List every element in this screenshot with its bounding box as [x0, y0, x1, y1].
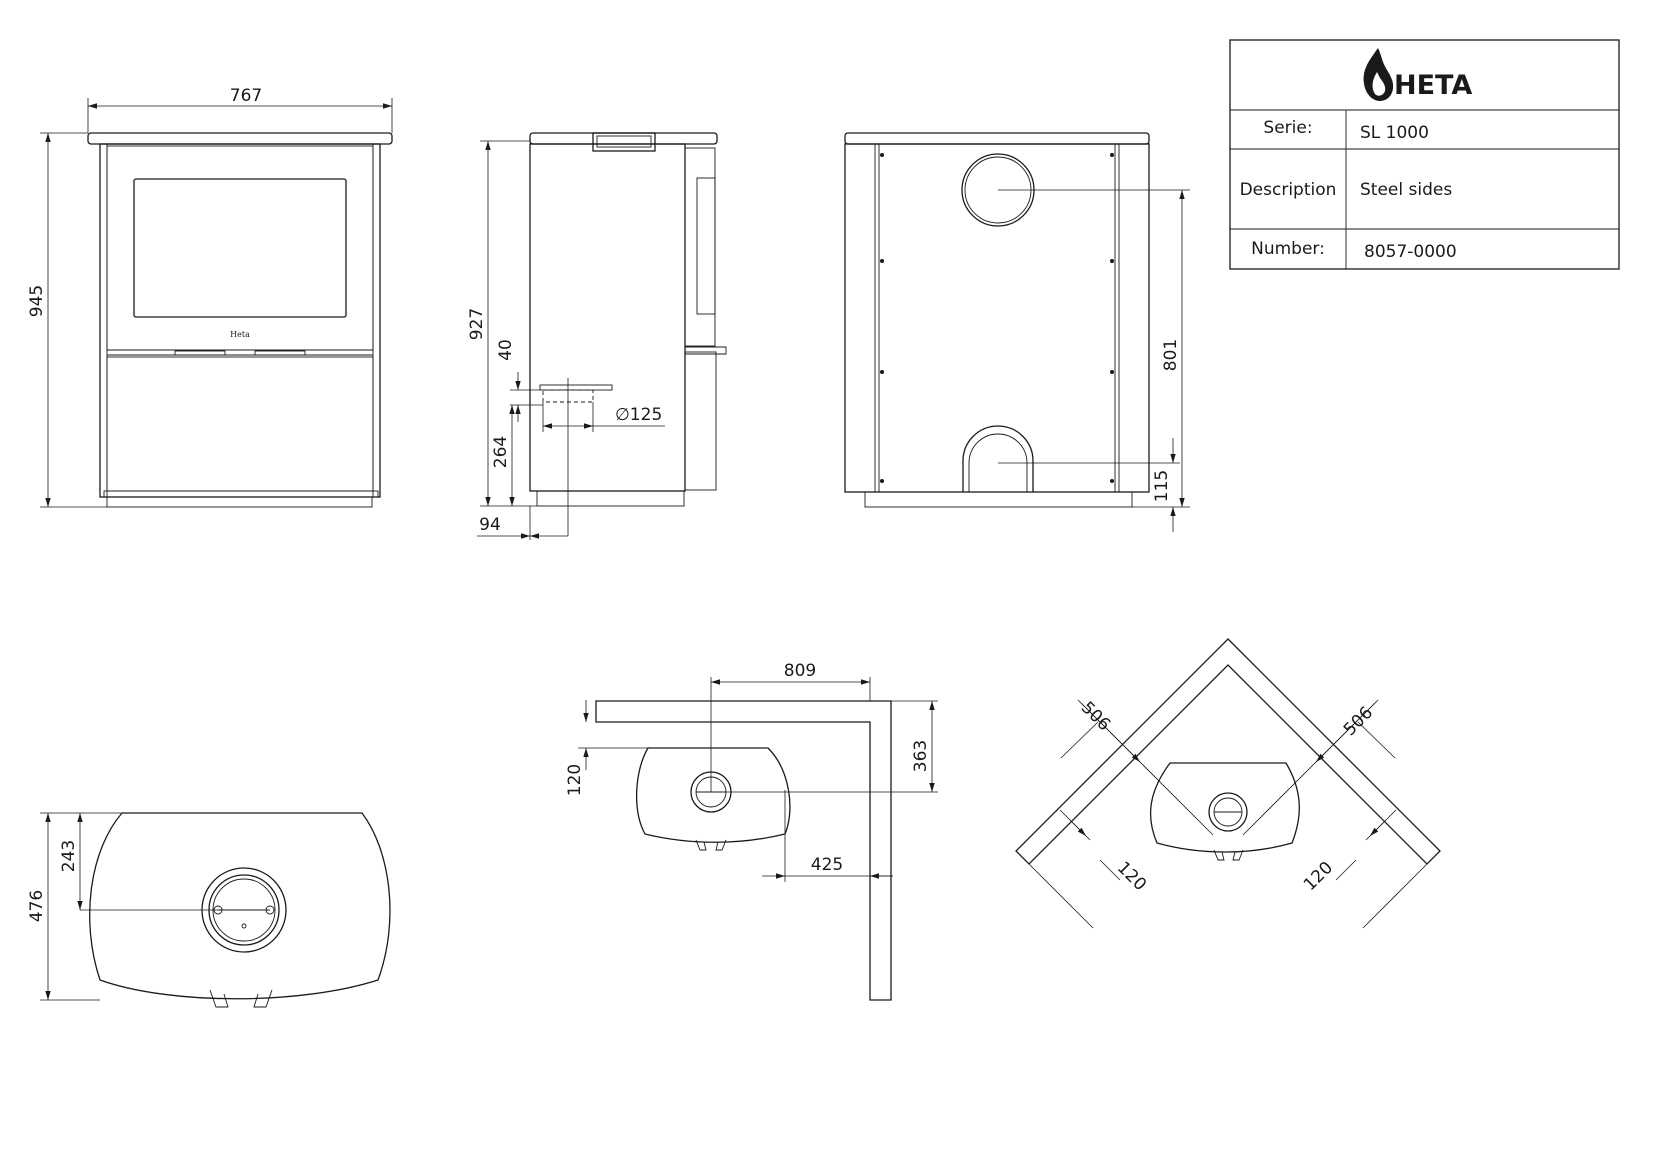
dim-120-corner-left: 120 — [1113, 858, 1150, 895]
dim-40: 40 — [496, 339, 516, 361]
description-label: Description — [1240, 180, 1337, 200]
dim-264: 264 — [491, 436, 511, 468]
dim-243: 243 — [59, 840, 79, 872]
front-badge: Heta — [230, 330, 250, 339]
wall-placement-view: 809 363 120 425 — [565, 661, 938, 1001]
dim-diameter-125: ∅125 — [615, 405, 662, 425]
dim-927: 927 — [467, 308, 487, 340]
dim-506-right: 506 — [1340, 703, 1377, 740]
number-label: Number: — [1251, 239, 1325, 259]
side-view: 927 40 264 ∅125 94 — [467, 132, 727, 540]
dim-120-wall: 120 — [565, 764, 585, 796]
dim-363: 363 — [911, 740, 931, 772]
brand-logo-text: HETA — [1394, 70, 1472, 101]
number-value: 8057-0000 — [1364, 242, 1457, 262]
dim-425: 425 — [811, 855, 843, 875]
serie-label: Serie: — [1263, 118, 1312, 138]
front-view: Heta 767 945 — [27, 86, 393, 508]
corner-placement-view: 506 506 120 120 — [1015, 638, 1441, 929]
description-value: Steel sides — [1360, 180, 1452, 200]
dim-94: 94 — [479, 515, 501, 535]
dim-809: 809 — [784, 661, 816, 681]
dim-945: 945 — [27, 285, 47, 317]
dim-506-left: 506 — [1077, 698, 1114, 735]
dim-115: 115 — [1152, 470, 1172, 502]
dim-120-corner-right: 120 — [1300, 858, 1337, 895]
dim-767: 767 — [230, 86, 262, 106]
title-block: HETA Serie: SL 1000 Description Steel si… — [1229, 39, 1620, 270]
dim-801: 801 — [1161, 339, 1181, 371]
flame-icon — [1363, 48, 1394, 101]
dim-476: 476 — [27, 890, 47, 922]
serie-value: SL 1000 — [1360, 123, 1429, 143]
back-view: 801 115 — [844, 132, 1190, 532]
top-view: 476 243 — [27, 812, 391, 1008]
